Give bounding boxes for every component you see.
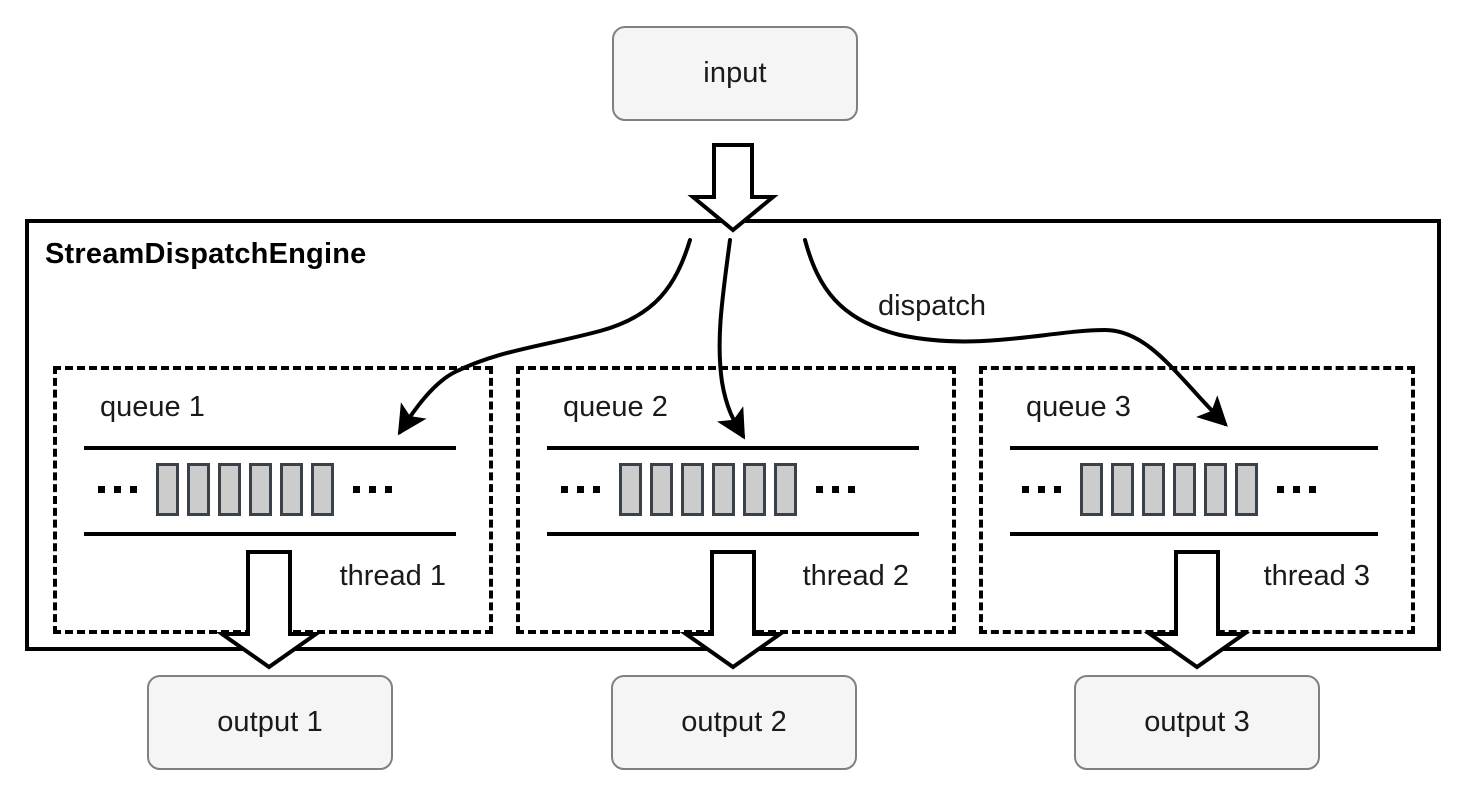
queue-cell <box>280 463 303 516</box>
ellipsis-dot <box>1277 486 1284 493</box>
ellipsis-dot <box>114 486 121 493</box>
queue-rail-top-1 <box>84 446 456 450</box>
ellipsis-dot <box>98 486 105 493</box>
output-node-label-1: output 1 <box>217 706 323 738</box>
queue-cells-1 <box>98 463 392 516</box>
input-block-arrow <box>687 143 779 233</box>
ellipsis-dot <box>593 486 600 493</box>
queue-cell <box>187 463 210 516</box>
ellipsis-dot <box>130 486 137 493</box>
queue-cell <box>1173 463 1196 516</box>
ellipsis-dot <box>832 486 839 493</box>
queue-rail-top-3 <box>1010 446 1378 450</box>
queue-label-1: queue 1 <box>100 391 205 423</box>
queue-ellipsis-right-1 <box>353 486 392 493</box>
queue-ellipsis-left-3 <box>1022 486 1061 493</box>
queue-rail-top-2 <box>547 446 919 450</box>
queue-cell <box>249 463 272 516</box>
queue-cells-2 <box>561 463 855 516</box>
queue-rail-bottom-3 <box>1010 532 1378 536</box>
engine-title: StreamDispatchEngine <box>45 238 367 270</box>
input-node-label: input <box>703 57 767 89</box>
queue-cell <box>156 463 179 516</box>
queue-cells-3 <box>1022 463 1316 516</box>
output-node-label-2: output 2 <box>681 706 787 738</box>
ellipsis-dot <box>1054 486 1061 493</box>
queue-cell <box>712 463 735 516</box>
queue-ellipsis-right-2 <box>816 486 855 493</box>
output-node-3[interactable]: output 3 <box>1074 675 1320 770</box>
queue-rail-bottom-1 <box>84 532 456 536</box>
thread-label-3: thread 3 <box>1263 560 1370 592</box>
ellipsis-dot <box>1022 486 1029 493</box>
queue-ellipsis-left-1 <box>98 486 137 493</box>
queue-label-3: queue 3 <box>1026 391 1131 423</box>
queue-cell <box>1080 463 1103 516</box>
ellipsis-dot <box>1038 486 1045 493</box>
dispatch-label: dispatch <box>878 290 987 322</box>
ellipsis-dot <box>561 486 568 493</box>
queue-cell <box>743 463 766 516</box>
ellipsis-dot <box>385 486 392 493</box>
thread-label-1: thread 1 <box>339 560 446 592</box>
queue-cell <box>619 463 642 516</box>
ellipsis-dot <box>1293 486 1300 493</box>
queue-ellipsis-left-2 <box>561 486 600 493</box>
ellipsis-dot <box>369 486 376 493</box>
queue-cell <box>1142 463 1165 516</box>
queue-cell <box>218 463 241 516</box>
ellipsis-dot <box>816 486 823 493</box>
queue-cell <box>650 463 673 516</box>
queue-label-2: queue 2 <box>563 391 668 423</box>
ellipsis-dot <box>848 486 855 493</box>
queue-cell <box>1111 463 1134 516</box>
queue-cell <box>1235 463 1258 516</box>
queue-cell <box>774 463 797 516</box>
queue-cell <box>1204 463 1227 516</box>
output-node-2[interactable]: output 2 <box>611 675 857 770</box>
output-node-label-3: output 3 <box>1144 706 1250 738</box>
output-node-1[interactable]: output 1 <box>147 675 393 770</box>
ellipsis-dot <box>1309 486 1316 493</box>
queue-ellipsis-right-3 <box>1277 486 1316 493</box>
thread-label-2: thread 2 <box>802 560 909 592</box>
queue-cell <box>311 463 334 516</box>
input-node[interactable]: input <box>612 26 858 121</box>
ellipsis-dot <box>577 486 584 493</box>
ellipsis-dot <box>353 486 360 493</box>
queue-rail-bottom-2 <box>547 532 919 536</box>
queue-cell <box>681 463 704 516</box>
